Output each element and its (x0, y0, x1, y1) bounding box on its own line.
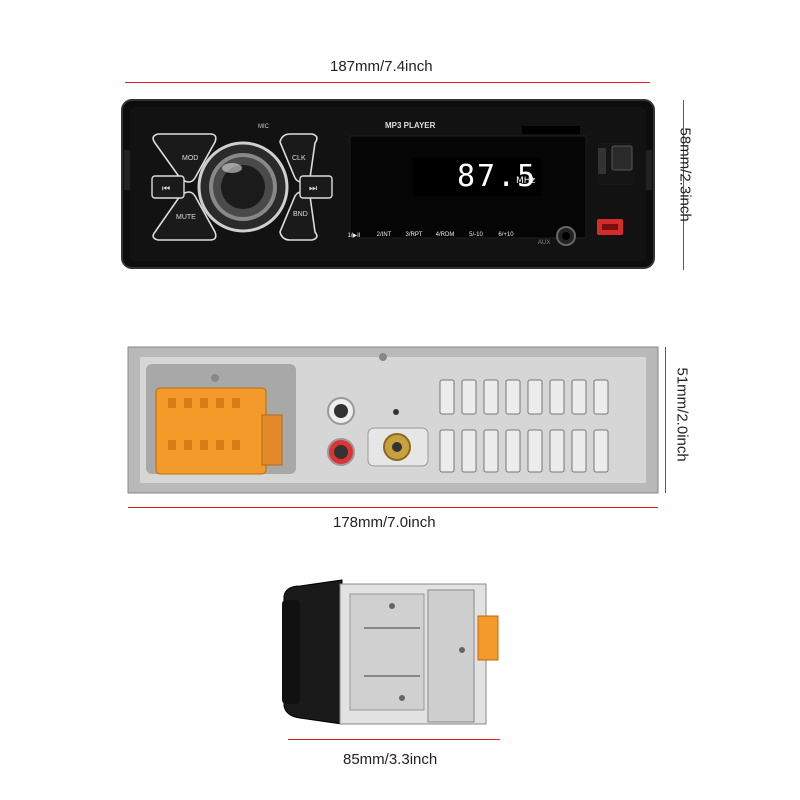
sd-card-slot[interactable] (611, 145, 633, 171)
front-width-label: 187mm/7.4inch (330, 58, 433, 75)
mute-button[interactable] (152, 191, 217, 241)
back-height-label: 51mm/2.0inch (673, 367, 691, 462)
lcd-screen (413, 158, 541, 196)
back-width-label: 178mm/7.0inch (333, 514, 436, 531)
preset-5-button[interactable]: 5/-10 (469, 232, 483, 238)
preset-2-button[interactable]: 2/INT (376, 232, 392, 238)
mute-label: MUTE (176, 214, 196, 221)
prev-icon: ⏮ (162, 184, 170, 194)
display-unit: MHz (516, 176, 536, 186)
iso-connector (155, 387, 283, 475)
next-icon: ⏭ (309, 184, 317, 194)
preset-4-button[interactable]: 4/RDM (435, 232, 455, 238)
preset-6-button[interactable]: 6/+10 (498, 232, 514, 238)
side-view (282, 579, 499, 725)
control-cluster: ⏮ ⏭ (151, 133, 333, 241)
preset-3-button[interactable]: 3/RPT (405, 232, 423, 238)
mod-button[interactable] (152, 133, 217, 183)
front-panel: ⏮ ⏭ (121, 99, 655, 269)
front-width-line (125, 82, 650, 83)
clk-label: CLK (292, 155, 306, 162)
volume-knob[interactable] (221, 165, 265, 209)
back-panel (127, 346, 659, 494)
aux-label: AUX (538, 240, 551, 246)
next-button[interactable] (299, 175, 333, 199)
preset-1-button[interactable]: 1/▶II (347, 233, 361, 239)
brand-label: MP3 PLAYER (385, 121, 436, 130)
back-width-line (128, 507, 658, 508)
depth-line (288, 739, 500, 740)
prev-button[interactable] (151, 175, 185, 199)
depth-label: 85mm/3.3inch (343, 751, 438, 768)
mic-label: MIC (258, 124, 269, 130)
preset-row: 1/▶II 2/INT 3/RPT 4/RDM 5/-10 6/+10 (342, 232, 532, 244)
mod-label: MOD (182, 155, 199, 162)
display-frequency: 87.5 (457, 159, 538, 194)
back-height-line (665, 347, 666, 493)
front-height-line (683, 100, 684, 270)
bnd-label: BND (293, 211, 308, 218)
